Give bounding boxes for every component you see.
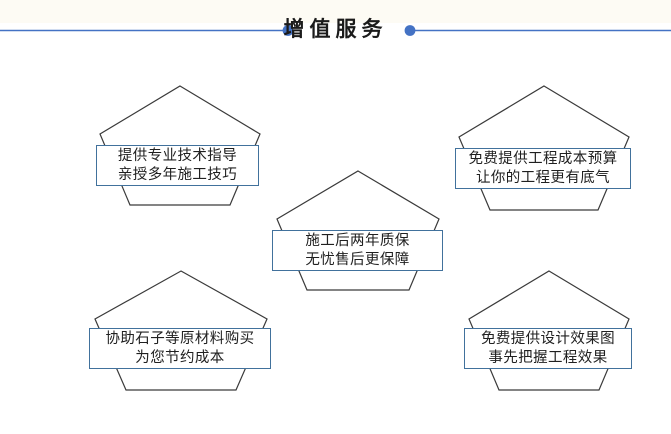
pentagon-shape-center: [276, 170, 440, 291]
service-label-line2: 无忧售后更保障: [305, 251, 410, 268]
service-label-line1: 提供专业技术指导: [117, 147, 238, 164]
service-label-line1: 协助石子等原材料购买: [105, 330, 255, 347]
service-card-bottom-right: 免费提供设计效果图 事先把握工程效果: [464, 265, 634, 395]
service-label-line2: 事先把握工程效果: [488, 349, 608, 366]
page-title: 增值服务: [283, 16, 388, 41]
pentagon-shape-bottom-left: [94, 270, 268, 391]
service-label-line2: 让你的工程更有底气: [475, 169, 611, 186]
service-label-top-right: 免费提供工程成本预算 让你的工程更有底气: [455, 148, 631, 189]
service-card-bottom-left: 协助石子等原材料购买 为您节约成本: [89, 265, 273, 395]
top-accent-strip: [0, 0, 671, 23]
service-label-bottom-left: 协助石子等原材料购买 为您节约成本: [89, 328, 271, 369]
service-label-bottom-right: 免费提供设计效果图 事先把握工程效果: [464, 328, 632, 369]
service-card-center: 施工后两年质保 无忧售后更保障: [272, 165, 444, 295]
right-bullet-dot: [404, 25, 416, 36]
service-card-top-right: 免费提供工程成本预算 让你的工程更有底气: [455, 80, 633, 215]
header-divider-rule: [0, 25, 671, 36]
service-label-top-left: 提供专业技术指导 亲授多年施工技巧: [96, 145, 259, 186]
service-card-top-left: 提供专业技术指导 亲授多年施工技巧: [96, 80, 264, 210]
service-label-line2: 亲授多年施工技巧: [117, 166, 238, 183]
service-label-line1: 免费提供设计效果图: [480, 330, 616, 347]
service-label-line1: 施工后两年质保: [305, 232, 410, 249]
pentagon-shape-bottom-right: [468, 270, 630, 391]
service-label-line2: 为您节约成本: [135, 349, 225, 366]
pentagon-shape-top-right: [458, 85, 630, 211]
pentagon-shape-top-left: [99, 85, 261, 206]
left-bullet-dot: [282, 25, 294, 36]
service-label-line1: 免费提供工程成本预算: [468, 150, 618, 167]
service-label-center: 施工后两年质保 无忧售后更保障: [272, 230, 443, 271]
